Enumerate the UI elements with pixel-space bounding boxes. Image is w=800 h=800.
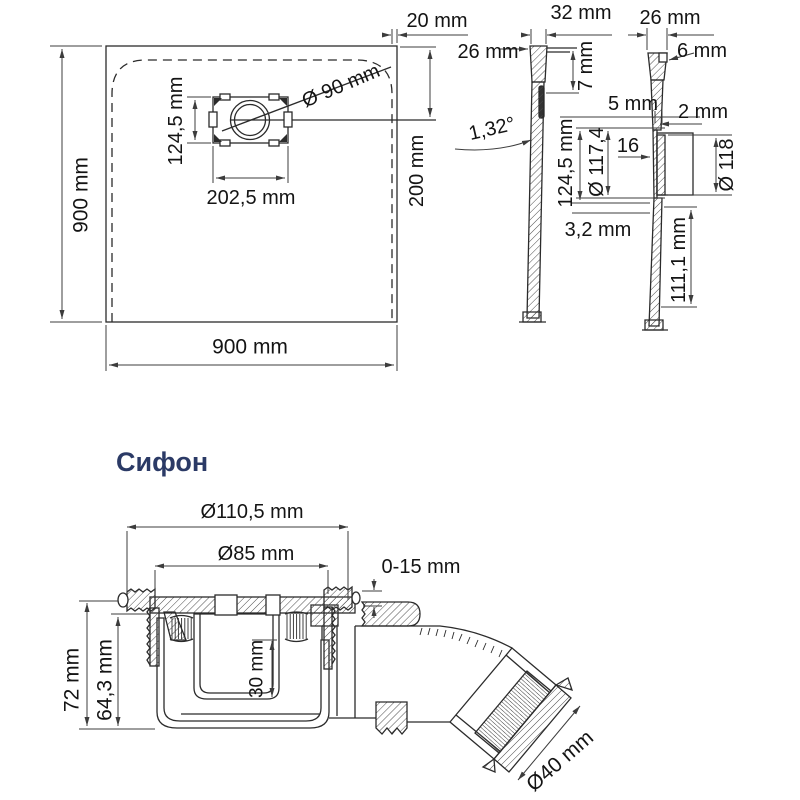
- dim-edge-height: 6 mm: [677, 40, 727, 62]
- dim-floor-thickness: 3,2 mm: [564, 219, 632, 241]
- dim-hole-diameter: Ø 117,4: [586, 127, 608, 197]
- dim-body-height: 64,3 mm: [93, 639, 117, 721]
- dim-bottom-length: 111,1 mm: [668, 217, 690, 303]
- dim-adjustment-range: 0-15 mm: [381, 556, 461, 578]
- dim-section-left-step: 7 mm: [575, 41, 597, 91]
- dim-section-left-wall: 26 mm: [457, 41, 519, 63]
- dim-rim-width: 20 mm: [406, 10, 468, 32]
- dim-plan-height: 900 mm: [69, 157, 93, 233]
- dim-section-left-top-width: 32 mm: [550, 2, 612, 24]
- dim-inner-diameter: Ø85 mm: [217, 543, 295, 565]
- dim-wall-upper: 5 mm: [608, 93, 658, 115]
- dim-drain-center-from-edge: 200 mm: [406, 134, 428, 208]
- dim-drain-offset-vertical: 124,5 mm: [165, 76, 187, 166]
- section-view-drain: [560, 28, 732, 331]
- dim-total-height: 72 mm: [60, 647, 84, 713]
- dim-section-right-top-width: 26 mm: [639, 7, 701, 29]
- dim-section-left-drain-offset: 124,5 mm: [555, 118, 577, 208]
- dim-seat-depth: 16: [616, 135, 640, 157]
- dim-drain-offset-horizontal: 202,5 mm: [206, 187, 296, 209]
- dim-wall-lower: 2 mm: [678, 101, 728, 123]
- dim-plan-width: 900 mm: [212, 335, 288, 359]
- dim-boss-diameter: Ø 118: [716, 138, 738, 192]
- siphon-title: Сифон: [116, 447, 209, 477]
- plan-view: [50, 29, 468, 371]
- siphon-drawing: [79, 524, 581, 781]
- section-view-edge: [454, 29, 650, 323]
- dim-cup-depth: 30 mm: [246, 639, 268, 699]
- dim-flange-diameter: Ø110,5 mm: [200, 501, 304, 523]
